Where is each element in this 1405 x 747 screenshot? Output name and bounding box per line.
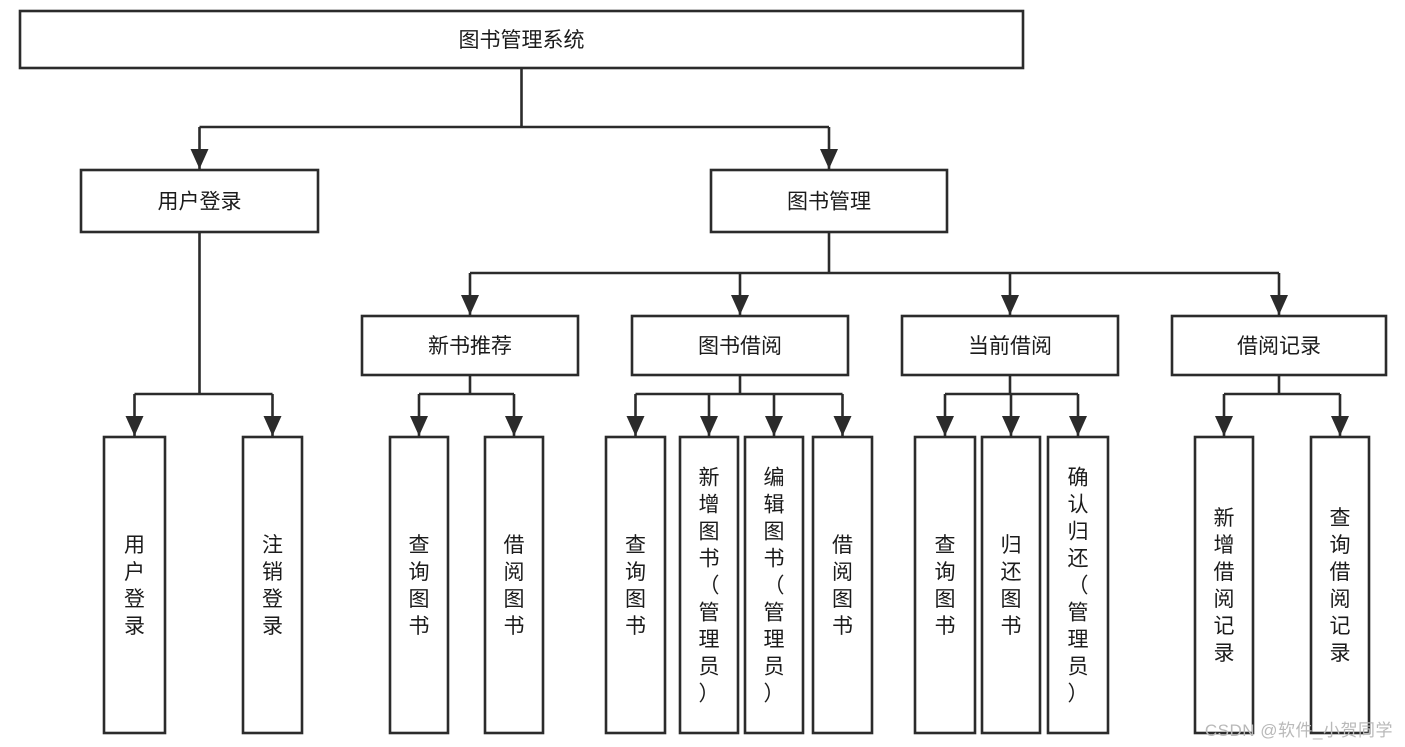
node-label-leaf-borrow-book-2: 借阅图书 xyxy=(832,534,853,638)
node-leaf-add-record[interactable]: 新增借阅记录 xyxy=(1193,435,1255,735)
arrow-head-icon xyxy=(833,416,852,436)
connector-layer xyxy=(125,68,1349,436)
node-label-current-borrow: 当前借阅 xyxy=(968,335,1052,358)
node-label-new-book-recommend: 新书推荐 xyxy=(428,335,512,358)
node-box-current-borrow xyxy=(900,314,1120,377)
arrow-head-icon xyxy=(700,416,718,436)
node-box-leaf-add-record xyxy=(1193,435,1255,735)
node-leaf-logout[interactable]: 注销登录 xyxy=(241,435,304,735)
node-leaf-borrow-book-2[interactable]: 借阅图书 xyxy=(811,435,874,735)
node-label-leaf-borrow-book-1: 借阅图书 xyxy=(504,534,525,638)
node-leaf-confirm-return[interactable]: 确认归还（管理员） xyxy=(1046,435,1110,735)
node-box-leaf-query-book-1 xyxy=(388,435,450,735)
connector-group-book-manage xyxy=(461,232,1288,315)
node-layer: 图书管理系统用户登录图书管理新书推荐图书借阅当前借阅借阅记录用户登录注销登录查询… xyxy=(18,9,1388,735)
node-box-leaf-user-login xyxy=(102,435,167,735)
node-book-borrow[interactable]: 图书借阅 xyxy=(630,314,850,377)
connector-group-new-book-recommend xyxy=(410,375,523,436)
arrow-head-icon xyxy=(820,149,838,169)
arrow-head-icon xyxy=(1331,416,1349,436)
node-box-leaf-return-book xyxy=(980,435,1042,735)
connector-group-borrow-record xyxy=(1215,375,1349,436)
node-leaf-return-book[interactable]: 归还图书 xyxy=(980,435,1042,735)
node-label-book-borrow: 图书借阅 xyxy=(698,335,782,358)
arrow-head-icon xyxy=(1215,416,1233,436)
node-new-book-recommend[interactable]: 新书推荐 xyxy=(360,314,580,377)
connector-group-current-borrow xyxy=(936,375,1087,436)
node-box-leaf-logout xyxy=(241,435,304,735)
node-label-leaf-query-record: 查询借阅记录 xyxy=(1330,507,1351,665)
node-label-user-login: 用户登录 xyxy=(158,191,242,214)
connector-group-book-borrow xyxy=(626,375,852,436)
node-box-user-login xyxy=(79,168,320,234)
node-book-manage[interactable]: 图书管理 xyxy=(709,168,949,234)
node-box-borrow-record xyxy=(1170,314,1388,377)
node-label-leaf-query-book-2: 查询图书 xyxy=(625,534,646,638)
arrow-head-icon xyxy=(731,295,749,315)
node-label-book-manage: 图书管理 xyxy=(787,191,871,214)
node-current-borrow[interactable]: 当前借阅 xyxy=(900,314,1120,377)
node-leaf-query-record[interactable]: 查询借阅记录 xyxy=(1309,435,1371,735)
node-label-borrow-record: 借阅记录 xyxy=(1237,335,1321,358)
arrow-head-icon xyxy=(765,416,783,436)
arrow-head-icon xyxy=(1001,295,1019,315)
node-leaf-query-book-2[interactable]: 查询图书 xyxy=(604,435,667,735)
node-label-leaf-logout: 注销登录 xyxy=(262,534,283,638)
connector-group-root xyxy=(190,68,838,169)
node-leaf-borrow-book-1[interactable]: 借阅图书 xyxy=(483,435,545,735)
arrow-head-icon xyxy=(125,416,144,436)
node-borrow-record[interactable]: 借阅记录 xyxy=(1170,314,1388,377)
connector-group-user-login xyxy=(125,232,282,436)
arrow-head-icon xyxy=(626,416,645,436)
node-leaf-query-book-3[interactable]: 查询图书 xyxy=(913,435,977,735)
node-label-leaf-user-login: 用户登录 xyxy=(124,534,145,638)
node-label-root: 图书管理系统 xyxy=(459,29,585,52)
arrow-head-icon xyxy=(263,416,282,436)
arrow-head-icon xyxy=(1270,295,1288,315)
node-box-new-book-recommend xyxy=(360,314,580,377)
arrow-head-icon xyxy=(190,149,209,169)
node-box-leaf-query-book-2 xyxy=(604,435,667,735)
arrow-head-icon xyxy=(936,416,954,436)
node-label-leaf-edit-book: 编辑图书（管理员） xyxy=(764,467,785,706)
node-box-leaf-confirm-return xyxy=(1046,435,1110,735)
csdn-watermark: CSDN @软件_小贺同学 xyxy=(1204,721,1393,740)
node-label-leaf-query-book-3: 查询图书 xyxy=(935,534,956,638)
node-label-leaf-return-book: 归还图书 xyxy=(1001,534,1022,638)
node-box-leaf-borrow-book-2 xyxy=(811,435,874,735)
node-label-leaf-add-book: 新增图书（管理员） xyxy=(699,467,720,706)
node-box-root xyxy=(18,9,1025,70)
node-leaf-query-book-1[interactable]: 查询图书 xyxy=(388,435,450,735)
node-label-leaf-confirm-return: 确认归还（管理员） xyxy=(1068,467,1089,706)
node-box-leaf-add-book xyxy=(678,435,740,735)
node-box-leaf-edit-book xyxy=(743,435,805,735)
node-user-login[interactable]: 用户登录 xyxy=(79,168,320,234)
node-box-book-manage xyxy=(709,168,949,234)
node-leaf-add-book[interactable]: 新增图书（管理员） xyxy=(678,435,740,735)
arrow-head-icon xyxy=(410,416,428,436)
node-label-leaf-add-record: 新增借阅记录 xyxy=(1214,507,1235,665)
node-leaf-edit-book[interactable]: 编辑图书（管理员） xyxy=(743,435,805,735)
arrow-head-icon xyxy=(1069,416,1087,436)
node-box-leaf-query-book-3 xyxy=(913,435,977,735)
node-root[interactable]: 图书管理系统 xyxy=(18,9,1025,70)
arrow-head-icon xyxy=(1002,416,1020,436)
node-box-leaf-query-record xyxy=(1309,435,1371,735)
arrow-head-icon xyxy=(505,416,523,436)
node-box-leaf-borrow-book-1 xyxy=(483,435,545,735)
arrow-head-icon xyxy=(461,295,479,315)
node-leaf-user-login[interactable]: 用户登录 xyxy=(102,435,167,735)
node-label-leaf-query-book-1: 查询图书 xyxy=(409,534,430,638)
node-box-book-borrow xyxy=(630,314,850,377)
